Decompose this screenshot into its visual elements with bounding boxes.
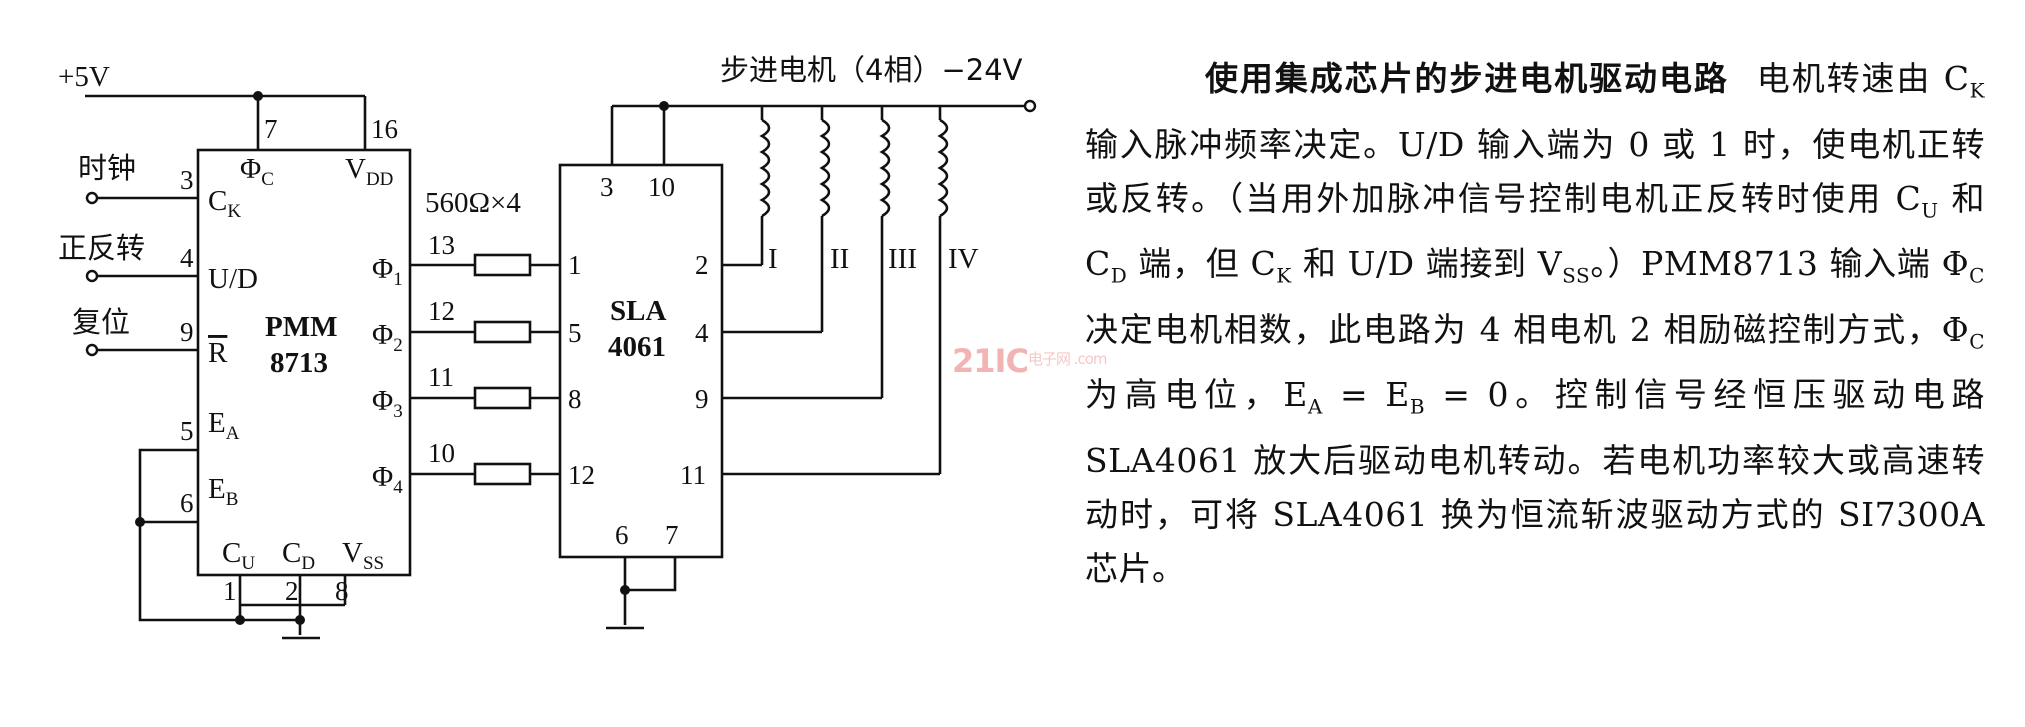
motor-coils [722, 106, 949, 476]
pin-label-phic: ΦC [240, 153, 274, 190]
motor-terminal [1023, 99, 1037, 113]
pin-label-phi4: Φ4 [372, 461, 403, 498]
desc-text: 输入脉冲频率决定。U/D 输入端为 0 或 1 时，使电机正转或反转。（当用外加… [1085, 124, 1985, 218]
resistor-1 [473, 253, 532, 277]
chip1-name-line1: PMM [265, 311, 337, 343]
motor-label: 步进电机（4相）−24V [720, 53, 1023, 87]
pin-label-cu: CU [222, 537, 255, 574]
junction-dot [135, 517, 145, 527]
pin-label-ud: U/D [208, 263, 258, 295]
pin-number: 1 [568, 250, 582, 280]
desc-text: 和 U/D 端接到 V [1291, 244, 1563, 284]
desc-text: 端，但 C [1127, 244, 1277, 284]
desc-text: 决定电机相数，此电路为 4 相电机 2 相励磁控制方式，Φ [1085, 309, 1970, 349]
pin-number: 2 [285, 576, 299, 606]
desc-text: 和 C [1085, 178, 1985, 284]
desc-sub: SS [1562, 263, 1591, 288]
clock-input-label: 时钟 [78, 151, 136, 185]
pin-number: 8 [335, 576, 349, 606]
pin-number: 8 [568, 384, 582, 414]
desc-text: 为高电位，E [1085, 375, 1308, 415]
resistor-3 [473, 386, 532, 410]
desc-text: = E [1322, 375, 1410, 415]
pin-label-vss: VSS [342, 537, 384, 574]
pin-label-phi3: Φ3 [372, 385, 403, 422]
desc-sub: K [1969, 78, 1986, 103]
resistor-2 [473, 320, 532, 344]
desc-text: 电机转速由 C [1756, 59, 1970, 98]
pin-number: 9 [695, 384, 709, 414]
pin-number: 16 [371, 114, 398, 144]
reset-input-label: 复位 [72, 305, 130, 339]
pin-number: 13 [428, 230, 455, 260]
phase-label-4: IV [948, 243, 979, 275]
pin-number: 5 [568, 318, 582, 348]
desc-sub: A [1307, 394, 1323, 419]
phase-label-1: I [768, 243, 778, 275]
junction-dot [620, 585, 630, 595]
chip1-name-line2: 8713 [270, 347, 328, 379]
junction-dot [295, 615, 305, 625]
pin-number: 2 [695, 250, 709, 280]
description-title: 使用集成芯片的步进电机驱动电路 [1205, 59, 1729, 98]
direction-input-label: 正反转 [58, 231, 145, 265]
desc-sub: K [1276, 263, 1292, 288]
pin-number: 4 [695, 318, 709, 348]
resistors-label: 560Ω×4 [425, 187, 521, 219]
pin-number: 10 [428, 438, 455, 468]
junction-dot [659, 101, 669, 111]
chip2-name-line1: SLA [610, 295, 666, 327]
watermark-logo: 21IC电子网 .com [952, 342, 1107, 380]
pin-label-r: R [208, 337, 228, 369]
pin-number: 5 [180, 416, 194, 446]
reset-terminal [85, 343, 99, 357]
desc-sub: B [1409, 394, 1426, 419]
description-text: 使用集成芯片的步进电机驱动电路电机转速由 CK 输入脉冲频率决定。U/D 输入端… [1085, 52, 1985, 596]
pin-number: 6 [180, 488, 194, 518]
pin-number: 11 [428, 362, 454, 392]
pin-number: 10 [648, 172, 675, 202]
pin-number: 4 [180, 243, 194, 273]
pin-label-ea: EA [208, 407, 240, 444]
pmm8713-chip [196, 148, 412, 577]
desc-text: 。）PMM8713 输入端 Φ [1590, 244, 1970, 284]
desc-sub: U [1921, 198, 1939, 223]
circuit-schematic: +5V 7 16 ΦC VDD 时钟 3 CK 正反转 4 U/D 复位 9 R… [58, 53, 1037, 640]
desc-sub: C [1969, 263, 1985, 288]
pin-number: 3 [600, 172, 614, 202]
pin-label-ck: CK [208, 185, 241, 222]
resistor-4 [473, 462, 532, 486]
pin-number: 7 [264, 114, 278, 144]
pin-number: 9 [180, 317, 194, 347]
pin-number: 3 [180, 165, 194, 195]
pin-label-cd: CD [282, 537, 315, 574]
pin-number: 11 [680, 460, 706, 490]
pin-label-eb: EB [208, 473, 238, 510]
desc-sub: D [1110, 263, 1128, 288]
pin-number: 7 [665, 520, 679, 550]
phase-label-2: II [830, 243, 849, 275]
pin-label-vdd: VDD [345, 153, 393, 190]
junction-dot [235, 615, 245, 625]
sla4061-chip [558, 163, 724, 559]
desc-text: = 0。控制信号经恒压驱动电路 SLA4061 放大后驱动电机转动。若电机功率较… [1085, 375, 1985, 588]
pin-label-phi1: Φ1 [372, 253, 403, 290]
phase-label-3: III [888, 243, 917, 275]
pin-number: 12 [568, 460, 595, 490]
clock-terminal [85, 191, 99, 205]
pin-label-phi2: Φ2 [372, 319, 403, 356]
wire-sla-ground [623, 557, 677, 592]
wire-ea-ground [138, 448, 240, 622]
supply-label: +5V [58, 61, 110, 93]
pin-number: 1 [223, 576, 237, 606]
desc-sub: C [1969, 329, 1985, 354]
pin-number: 6 [615, 520, 629, 550]
pin-number: 12 [428, 296, 455, 326]
chip2-name-line2: 4061 [608, 331, 666, 363]
direction-terminal [85, 269, 99, 283]
junction-dot [253, 91, 263, 101]
